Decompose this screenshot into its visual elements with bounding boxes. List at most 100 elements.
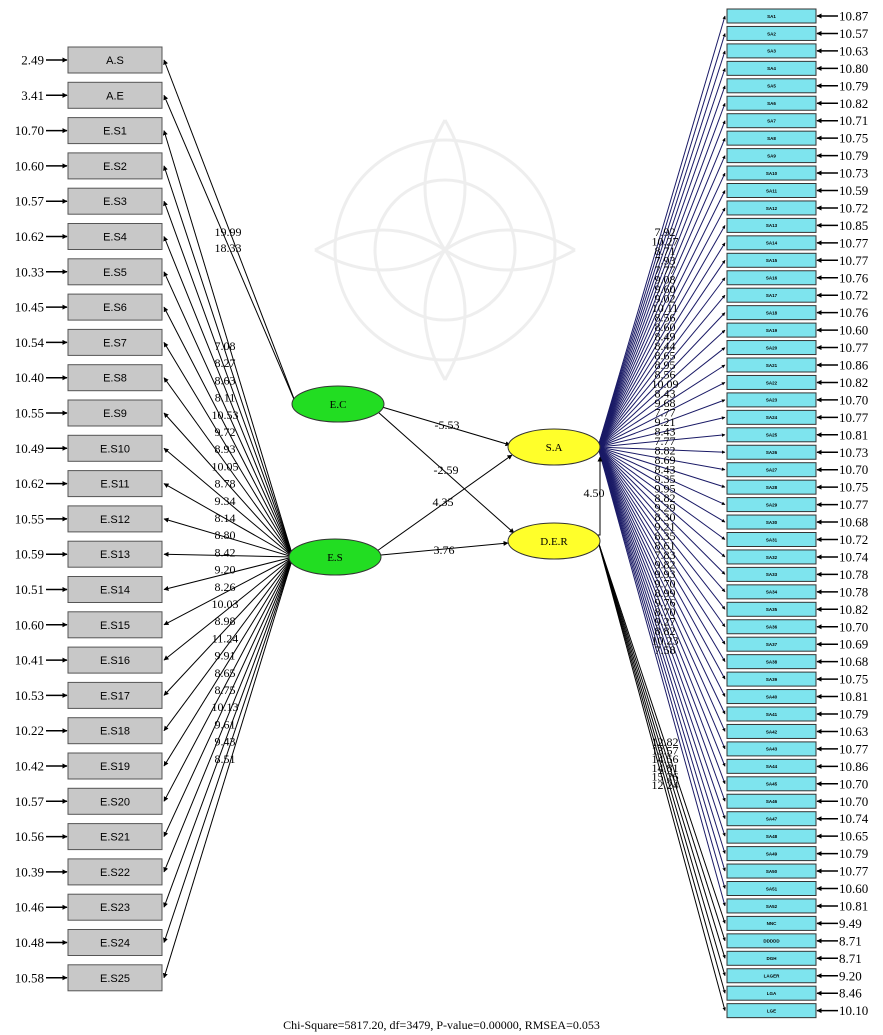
indicator-box: SA14: [726, 235, 817, 251]
loading-path: [597, 399, 726, 448]
loading-path: [163, 306, 294, 558]
indicator-box: E.S7: [67, 328, 163, 356]
loading-value: 8.82: [655, 491, 676, 505]
indicator-label: SA47: [766, 817, 778, 822]
indicator-label: E.S22: [100, 867, 130, 879]
error-variance: 10.78: [839, 584, 868, 599]
latent-es: E.S: [288, 538, 382, 576]
loading-path: [163, 556, 294, 802]
indicator-label: SA3: [767, 49, 776, 54]
indicator-label: E.S2: [103, 161, 127, 173]
watermark: [314, 119, 576, 381]
indicator-label: E.S13: [100, 549, 130, 561]
error-variance: 10.49: [15, 441, 44, 456]
indicator-box: SA8: [726, 130, 817, 146]
loading-value: 10.13: [212, 700, 239, 714]
loading-path: [163, 556, 294, 908]
loading-path: [597, 540, 726, 959]
latent-label: E.C: [330, 399, 347, 411]
path-coef: -5.53: [435, 418, 460, 432]
indicator-box: SA51: [726, 881, 817, 896]
error-variance: 10.86: [839, 759, 869, 774]
indicator-label: SA46: [766, 799, 778, 804]
loading-value: 7.77: [655, 263, 676, 277]
indicator-box: SA3: [726, 43, 817, 59]
error-variance: 10.60: [839, 881, 868, 896]
loading-value: 8.69: [655, 453, 676, 467]
indicator-box: SA24: [726, 409, 817, 425]
fit-statistics: Chi-Square=5817.20, df=3479, P-value=0.0…: [283, 1018, 600, 1032]
indicator-label: SA5: [767, 84, 776, 89]
loading-value: 8.49: [655, 330, 676, 344]
loading-value: 9.29: [655, 501, 676, 515]
loading-path: [163, 556, 294, 591]
indicator-box: SA25: [726, 427, 817, 443]
loading-path: [597, 540, 726, 994]
loading-value: 9.60: [655, 282, 676, 296]
indicator-label: SA17: [766, 293, 778, 298]
indicator-label: SA39: [766, 677, 778, 682]
loading-value: 8.82: [655, 444, 676, 458]
error-variance: 3.41: [21, 88, 44, 103]
loading-path: [163, 556, 294, 626]
error-variance: 10.57: [839, 26, 869, 41]
indicator-label: SA41: [766, 712, 778, 717]
error-variance: 10.63: [839, 724, 868, 739]
loading-value: 9.70: [655, 577, 676, 591]
error-variance: 10.55: [15, 406, 44, 421]
loading-value: 9.27: [655, 615, 676, 629]
loading-path: [597, 446, 726, 732]
structural-paths: [376, 406, 603, 556]
indicator-box: E.S19: [67, 752, 163, 780]
loading-value: 8.80: [215, 528, 236, 542]
loading-value: 13.57: [652, 744, 679, 758]
indicator-box: LAGER: [726, 968, 817, 984]
indicator-label: SA40: [766, 694, 778, 699]
loading-path: [597, 446, 726, 889]
indicator-label: A.E: [106, 90, 124, 102]
loading-value: 9.34: [215, 494, 236, 508]
indicator-box: E.S22: [67, 858, 163, 886]
error-variance: 10.63: [839, 43, 868, 58]
loading-value: 9.68: [655, 396, 676, 410]
error-variance: 10.39: [15, 864, 44, 879]
loading-value: 8.43: [655, 463, 676, 477]
error-variance: 10.58: [15, 970, 44, 985]
loading-path: [597, 190, 726, 448]
error-variance: 10.51: [15, 582, 44, 597]
error-variance: 10.76: [839, 270, 869, 285]
indicator-label: SA51: [766, 886, 778, 891]
indicator-box: SA22: [726, 374, 817, 390]
loading-value: 8.42: [215, 545, 236, 559]
loading-value: 12.82: [652, 735, 679, 749]
loading-path: [163, 59, 297, 405]
error-variance: 10.70: [839, 462, 868, 477]
indicator-box: A.S: [67, 46, 163, 74]
indicator-box: E.S16: [67, 646, 163, 674]
indicator-label: E.S18: [100, 726, 130, 738]
indicator-label: LGE: [767, 1008, 776, 1013]
loading-path: [597, 85, 726, 448]
indicator-label: SA42: [766, 729, 778, 734]
loading-path: [597, 242, 726, 448]
error-variance: 10.77: [839, 340, 869, 355]
error-variance: 10.69: [839, 637, 868, 652]
indicator-box: LGA: [726, 985, 817, 1001]
left-indicator-boxes: A.SA.EE.S1E.S2E.S3E.S4E.S5E.S6E.S7E.S8E.…: [67, 46, 163, 992]
error-variance: 10.59: [839, 183, 868, 198]
loading-value: 8.11: [215, 391, 236, 405]
error-variance: 10.59: [15, 547, 44, 562]
indicator-box: SA41: [726, 706, 817, 722]
loading-path: [163, 377, 294, 558]
indicator-box: SA26: [726, 444, 817, 460]
error-variance: 10.86: [839, 358, 869, 373]
indicator-label: SA15: [766, 258, 778, 263]
error-variance: 10.60: [15, 617, 44, 632]
error-variance: 10.76: [839, 305, 869, 320]
loading-value: 9.02: [655, 292, 676, 306]
indicator-label: E.S14: [100, 585, 130, 597]
right-loading-paths: [597, 15, 726, 1011]
loading-value: 8.93: [215, 442, 236, 456]
indicator-box: E.S24: [67, 929, 163, 956]
loading-path: [597, 446, 726, 697]
